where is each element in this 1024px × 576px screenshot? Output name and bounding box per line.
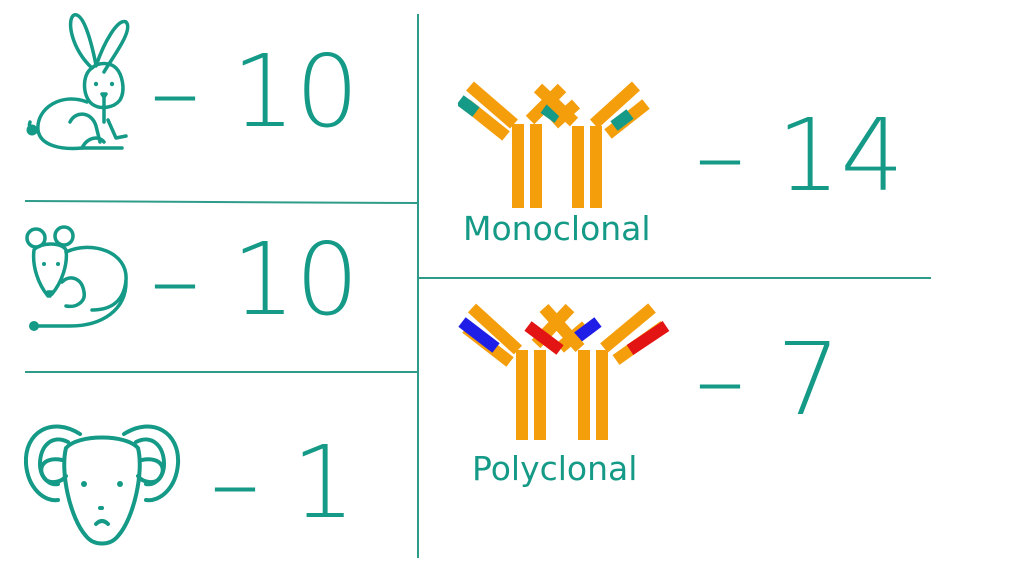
left-divider-top [24,200,418,205]
vertical-divider [417,14,419,558]
goat-count: – 1 [210,424,356,541]
monoclonal-count: – 14 [695,97,905,214]
monoclonal-label: Monoclonal [463,209,651,248]
polyclonal-antibody-icon [458,303,670,440]
goat-icon [23,424,181,546]
mouse-icon [25,225,128,331]
polyclonal-label: Polyclonal [472,449,638,488]
polyclonal-count: – 7 [695,321,841,438]
mouse-count: – 10 [150,221,360,338]
left-divider-bottom [25,371,418,373]
rabbit-icon [26,13,130,151]
right-divider [419,277,931,279]
rabbit-count: – 10 [150,33,360,150]
monoclonal-antibody-icon [458,81,650,208]
